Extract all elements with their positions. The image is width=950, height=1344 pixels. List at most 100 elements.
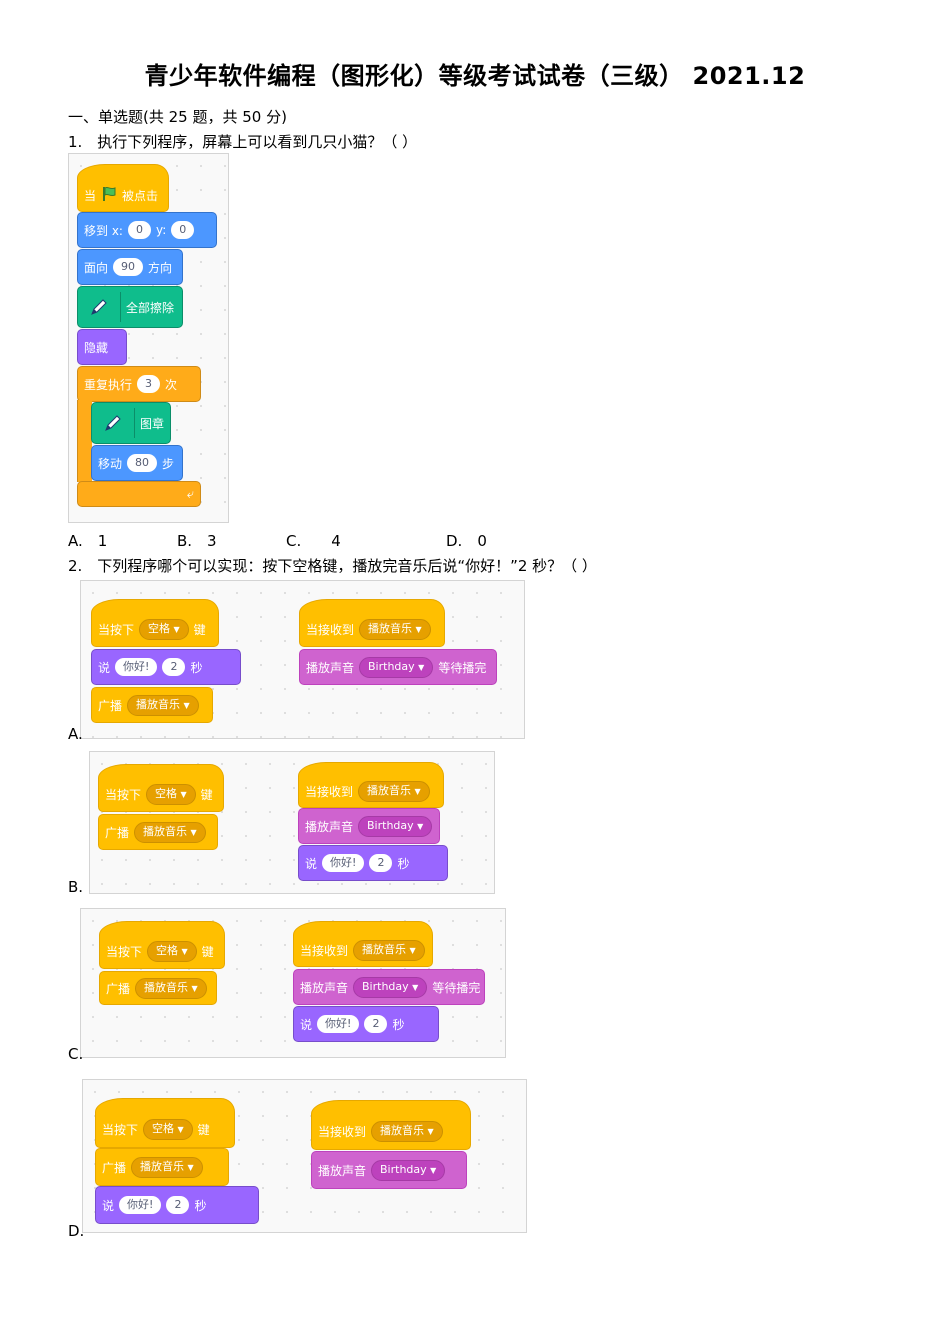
- q2-option-a-label: A.: [68, 725, 83, 743]
- broadcast-label: 广播: [105, 825, 130, 840]
- stamp-block: 图章: [91, 402, 171, 444]
- message-value: 播放音乐: [367, 783, 412, 797]
- broadcast-label: 广播: [102, 1160, 127, 1175]
- message-value: 播放音乐: [143, 824, 188, 838]
- message-value: 播放音乐: [144, 980, 189, 994]
- sound-value: Birthday: [367, 818, 414, 832]
- secs-label: 秒: [190, 660, 203, 675]
- q2-option-a-panel: 当按下 空格 ▼ 键 说 你好! 2 秒 广播 播放音乐 ▼ 当接收到 播放音乐…: [80, 580, 525, 739]
- clicked-label: 被点击: [122, 188, 159, 203]
- dropdown-arrow-icon: ▼: [417, 821, 424, 831]
- repeat-block-foot: ⤶: [77, 481, 201, 507]
- secs-value: 2: [162, 658, 186, 676]
- message-dropdown: 播放音乐 ▼: [131, 1156, 203, 1178]
- broadcast-block: 广播 播放音乐 ▼: [98, 814, 218, 850]
- repeat-block: 重复执行 3 次: [77, 366, 201, 402]
- dropdown-arrow-icon: ▼: [418, 662, 425, 672]
- say-label: 说: [305, 856, 318, 871]
- erase-label: 全部擦除: [126, 300, 175, 315]
- broadcast-block: 广播 播放音乐 ▼: [99, 971, 217, 1005]
- section-heading: 一、单选题(共 25 题，共 50 分): [68, 108, 287, 126]
- sound-dropdown: Birthday ▼: [371, 1159, 446, 1181]
- q1-option-c: C. 4: [286, 532, 341, 550]
- q1-option-b: B. 3: [177, 532, 217, 550]
- play-sound-label: 播放声音: [318, 1163, 367, 1178]
- secs-value: 2: [369, 854, 393, 872]
- question-2-stem: 2. 下列程序哪个可以实现：按下空格键，播放完音乐后说“你好！”2 秒？（ ）: [68, 557, 597, 575]
- when-receive-block: 当接收到 播放音乐 ▼: [299, 599, 445, 647]
- say-label: 说: [102, 1198, 115, 1213]
- sound-value: Birthday: [362, 979, 409, 993]
- message-dropdown: 播放音乐 ▼: [135, 977, 207, 999]
- message-value: 播放音乐: [380, 1123, 425, 1137]
- dropdown-arrow-icon: ▼: [190, 827, 197, 837]
- when-receive-label: 当接收到: [318, 1124, 367, 1139]
- message-value: 播放音乐: [140, 1159, 185, 1173]
- dropdown-arrow-icon: ▼: [430, 1165, 437, 1175]
- say-for-secs-block: 说 你好! 2 秒: [293, 1006, 439, 1042]
- say-label: 说: [300, 1017, 313, 1032]
- message-value: 播放音乐: [136, 697, 181, 711]
- message-dropdown: 播放音乐 ▼: [127, 694, 199, 716]
- direction-label: 方向: [148, 260, 173, 275]
- broadcast-label: 广播: [98, 698, 123, 713]
- point-direction-block: 面向 90 方向: [77, 249, 183, 285]
- dropdown-arrow-icon: ▼: [173, 624, 180, 634]
- key-suffix-label: 键: [193, 622, 206, 637]
- move-label: 移动: [98, 456, 123, 471]
- y-value: 0: [171, 221, 195, 239]
- hide-block: 隐藏: [77, 329, 127, 365]
- play-sound-label: 播放声音: [300, 980, 349, 995]
- say-text-value: 你好!: [115, 658, 158, 676]
- dropdown-arrow-icon: ▼: [415, 624, 422, 634]
- until-done-label: 等待播完: [432, 980, 481, 995]
- play-sound-label: 播放声音: [306, 660, 355, 675]
- message-dropdown: 播放音乐 ▼: [134, 821, 206, 843]
- key-value: 空格: [152, 1121, 175, 1135]
- message-dropdown: 播放音乐 ▼: [371, 1120, 443, 1142]
- play-sound-block: 播放声音 Birthday ▼: [311, 1151, 467, 1189]
- key-dropdown: 空格 ▼: [147, 940, 197, 962]
- key-dropdown: 空格 ▼: [146, 783, 196, 805]
- key-suffix-label: 键: [200, 787, 213, 802]
- message-dropdown: 播放音乐 ▼: [359, 618, 431, 640]
- pen-icon: [78, 292, 121, 322]
- secs-label: 秒: [194, 1198, 207, 1213]
- dropdown-arrow-icon: ▼: [412, 982, 419, 992]
- point-label: 面向: [84, 260, 109, 275]
- when-key-label: 当按下: [102, 1122, 139, 1137]
- when-key-pressed-block: 当按下 空格 ▼ 键: [91, 599, 219, 647]
- when-key-pressed-block: 当按下 空格 ▼ 键: [98, 764, 224, 812]
- sound-value: Birthday: [368, 659, 415, 673]
- loop-arrow-icon: ⤶: [186, 486, 194, 502]
- x-value: 0: [127, 221, 151, 239]
- play-until-done-block: 播放声音 Birthday ▼ 等待播完: [299, 649, 497, 685]
- q2-option-d-panel: 当按下 空格 ▼ 键 广播 播放音乐 ▼ 说 你好! 2 秒 当接收到 播放音乐…: [82, 1079, 527, 1233]
- green-flag-icon: [101, 186, 117, 205]
- message-value: 播放音乐: [362, 942, 407, 956]
- dropdown-arrow-icon: ▼: [177, 1124, 184, 1134]
- say-text-value: 你好!: [322, 854, 365, 872]
- steps-label: 步: [162, 456, 175, 471]
- repeat-times-value: 3: [137, 375, 161, 393]
- play-until-done-block: 播放声音 Birthday ▼ 等待播完: [293, 969, 485, 1005]
- key-value: 空格: [148, 621, 171, 635]
- q1-script-panel: 当 被点击 移到 x: 0 y: 0 面向 90 方向 全部擦除 隐藏 重复执行…: [68, 153, 229, 523]
- dropdown-arrow-icon: ▼: [183, 700, 190, 710]
- dropdown-arrow-icon: ▼: [409, 945, 416, 955]
- dropdown-arrow-icon: ▼: [427, 1126, 434, 1136]
- erase-all-block: 全部擦除: [77, 286, 183, 328]
- say-label: 说: [98, 660, 111, 675]
- when-receive-label: 当接收到: [306, 622, 355, 637]
- pen-icon: [92, 408, 135, 438]
- q1-option-a: A. 1: [68, 532, 108, 550]
- message-value: 播放音乐: [368, 621, 413, 635]
- question-1-stem: 1. 执行下列程序，屏幕上可以看到几只小猫？（ ）: [68, 133, 418, 151]
- when-receive-block: 当接收到 播放音乐 ▼: [298, 762, 444, 808]
- message-dropdown: 播放音乐 ▼: [353, 939, 425, 961]
- repeat-block-arm: [77, 400, 92, 482]
- when-key-label: 当按下: [106, 944, 143, 959]
- repeat-label: 重复执行: [84, 377, 133, 392]
- dropdown-arrow-icon: ▼: [414, 786, 421, 796]
- say-text-value: 你好!: [119, 1196, 162, 1214]
